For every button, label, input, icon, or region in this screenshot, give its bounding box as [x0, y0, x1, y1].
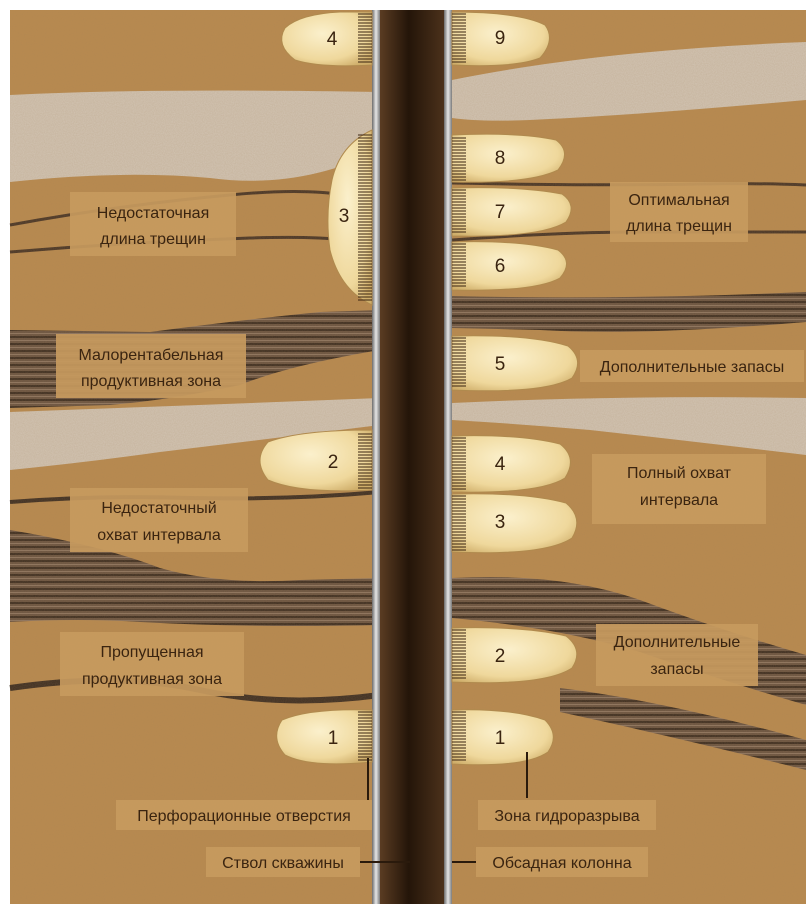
- label-additional-reserves-1: Дополнительные запасы: [580, 350, 804, 382]
- label-marginal-zone: Малорентабельная продуктивная зона: [56, 334, 246, 398]
- fracture-right-2: [452, 628, 577, 683]
- casing-left-wall: [372, 10, 380, 904]
- fracture-right-5: [452, 336, 578, 391]
- label-additional-reserves-2: Дополнительные запасы: [596, 624, 758, 686]
- label-additional-reserves-1-line1: Дополнительные запасы: [600, 359, 784, 376]
- callout-wellbore-text: Ствол скважины: [222, 855, 344, 872]
- label-missed-zone-line2: продуктивная зона: [82, 671, 222, 688]
- casing-right-wall: [444, 10, 452, 904]
- callout-perforations-text: Перфорационные отверстия: [137, 808, 351, 825]
- stage-number-right-5: 5: [495, 354, 506, 375]
- stage-number-right-2: 2: [495, 646, 506, 667]
- label-insufficient-coverage: Недостаточный охват интервала: [70, 488, 248, 552]
- stage-number-left-1: 1: [328, 728, 339, 749]
- label-insufficient-length: Недостаточная длина трещин: [70, 192, 236, 256]
- label-optimal-length-line2: длина трещин: [626, 218, 732, 235]
- stage-number-right-4: 4: [495, 454, 506, 475]
- label-optimal-length-line1: Оптимальная: [628, 192, 729, 209]
- stage-number-left-3: 3: [339, 206, 350, 227]
- fracture-right-3: [452, 494, 577, 553]
- fracture-right-4: [452, 436, 570, 493]
- label-full-coverage: Полный охват интервала: [592, 454, 766, 524]
- stage-number-right-8: 8: [495, 148, 506, 169]
- stage-number-right-7: 7: [495, 202, 506, 223]
- label-additional-reserves-2-line2: запасы: [650, 661, 703, 678]
- callout-frac-zone-text: Зона гидроразрыва: [494, 808, 639, 825]
- label-optimal-length: Оптимальная длина трещин: [610, 182, 748, 242]
- stage-number-left-2: 2: [328, 452, 339, 473]
- fracture-left-2: [260, 430, 372, 491]
- label-insufficient-length-line1: Недостаточная: [97, 205, 209, 222]
- callout-casing-text: Обсадная колонна: [492, 855, 631, 872]
- stage-number-right-3: 3: [495, 512, 506, 533]
- fracture-right-6: [452, 242, 567, 291]
- callout-wellbore: Ствол скважины: [206, 847, 360, 877]
- stage-number-left-4: 4: [327, 29, 338, 50]
- label-insufficient-length-line2: длина трещин: [100, 231, 206, 248]
- stage-number-right-6: 6: [495, 256, 506, 277]
- label-insufficient-coverage-line1: Недостаточный: [101, 500, 216, 517]
- label-marginal-zone-line2: продуктивная зона: [81, 373, 221, 390]
- label-missed-zone-line1: Пропущенная: [100, 644, 203, 661]
- label-full-coverage-line1: Полный охват: [627, 465, 732, 482]
- stage-number-right-9: 9: [495, 28, 506, 49]
- label-insufficient-coverage-line2: охват интервала: [97, 527, 221, 544]
- label-missed-zone: Пропущенная продуктивная зона: [60, 632, 244, 696]
- label-full-coverage-line2: интервала: [640, 492, 718, 509]
- stage-number-right-1: 1: [495, 728, 506, 749]
- callout-frac-zone: Зона гидроразрыва: [478, 800, 656, 830]
- wellbore: [380, 10, 444, 904]
- label-additional-reserves-2-line1: Дополнительные: [614, 634, 741, 651]
- fracture-left-1: [277, 710, 372, 764]
- label-marginal-zone-line1: Малорентабельная: [79, 347, 224, 364]
- callout-casing: Обсадная колонна: [476, 847, 648, 877]
- callout-perforations: Перфорационные отверстия: [116, 800, 372, 830]
